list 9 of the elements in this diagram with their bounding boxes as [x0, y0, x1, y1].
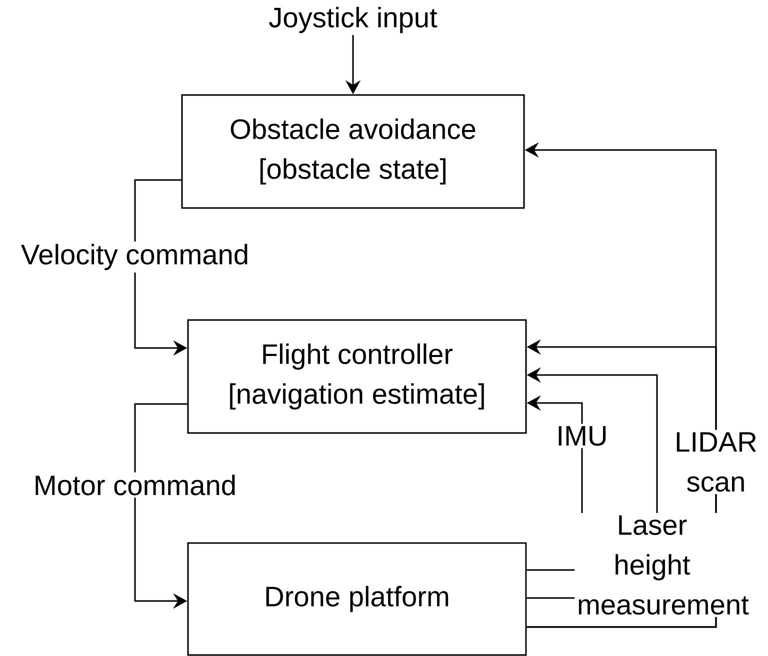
- process-box: Drone platform: [187, 542, 527, 656]
- process-box: Flight controller [navigation estimate]: [187, 319, 527, 434]
- input-label: Joystick input: [269, 6, 438, 34]
- edge-label: Velocity command: [18, 242, 252, 272]
- edge-label: Motor command: [31, 472, 239, 498]
- process-box: Obstacle avoidance [obstacle state]: [181, 94, 525, 209]
- edge-label: Laser height measurement: [574, 513, 749, 617]
- edge-label: IMU: [554, 424, 610, 448]
- edge-label: LIDAR scan: [660, 430, 768, 494]
